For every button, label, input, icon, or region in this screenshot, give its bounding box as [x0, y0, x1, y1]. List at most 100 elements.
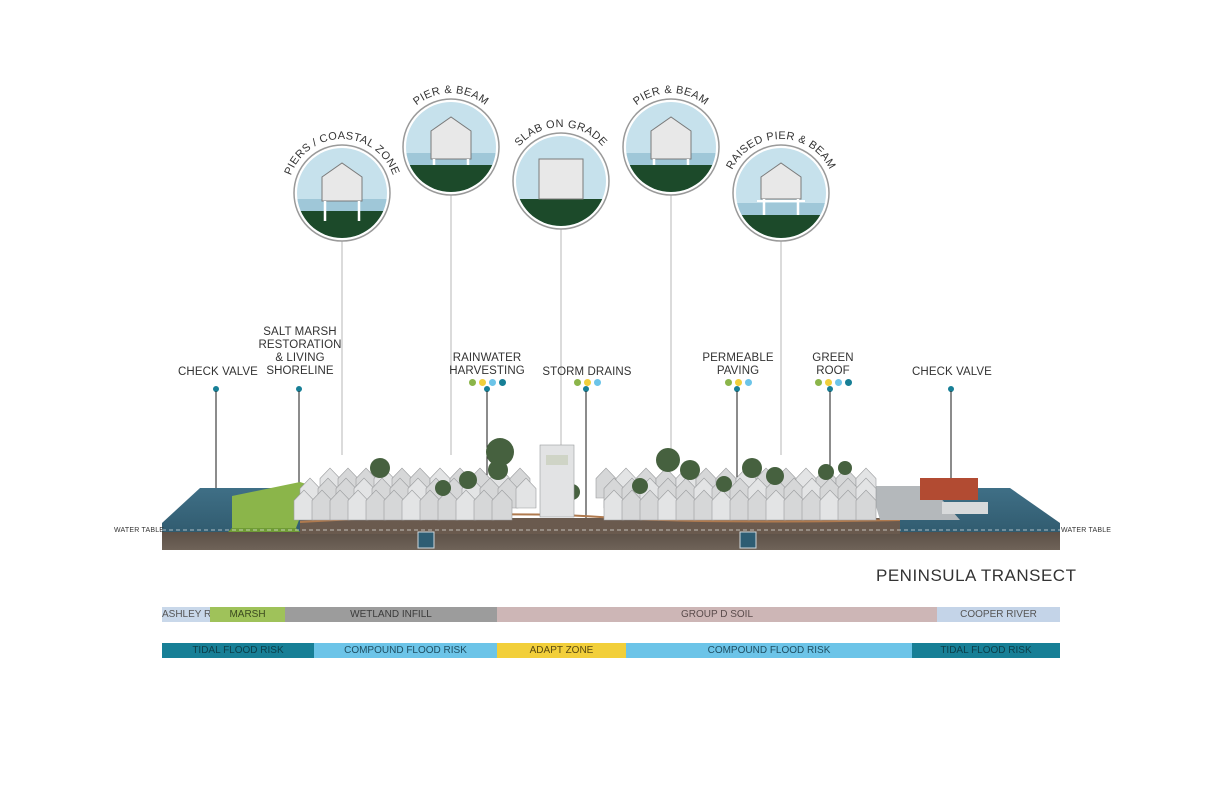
drain-box [417, 531, 435, 549]
green-dot [815, 379, 822, 386]
strategy-text: PAVING [716, 365, 760, 377]
strategy-label-permeable-paving: PERMEABLE PAVING [688, 352, 788, 378]
circle-content [626, 102, 716, 192]
strategy-text: HARVESTING [449, 365, 525, 377]
house-body [855, 489, 877, 521]
strategy-dots [574, 379, 601, 386]
port-dock [942, 502, 988, 514]
strategy-text: STORM DRAINS [542, 366, 632, 378]
flood-zone-tidal-east: TIDAL FLOOD RISK [912, 643, 1060, 658]
tree [716, 476, 732, 492]
house-body [491, 489, 513, 521]
flood-zone-adapt: ADAPT ZONE [497, 643, 626, 658]
strategy-text: & LIVING [275, 352, 325, 364]
flood-zone-compound-east: COMPOUND FLOOD RISK [626, 643, 912, 658]
tree [680, 460, 700, 480]
green-dot [574, 379, 581, 386]
strategy-text: RESTORATION [258, 339, 342, 351]
yellow-dot [479, 379, 486, 386]
flood-zone-tidal-west: TIDAL FLOOD RISK [162, 643, 314, 658]
strategy-label-check-valve-east: CHECK VALVE [912, 366, 992, 379]
tree [486, 438, 514, 466]
light-blue-dot [745, 379, 752, 386]
house-body [515, 477, 537, 509]
strategy-dots [815, 379, 852, 386]
house-elevated [430, 116, 472, 160]
strategy-label-salt-marsh: SALT MARSH RESTORATION & LIVING SHORELIN… [250, 326, 350, 378]
soil-zone-group-d: GROUP D SOIL [497, 607, 937, 622]
strategy-text: ROOF [816, 365, 850, 377]
tree [459, 471, 477, 489]
tower-roof-green [546, 455, 568, 465]
strategy-label-green-roof: GREEN ROOF [793, 352, 873, 378]
port-building [920, 478, 978, 500]
leader-dot [827, 386, 833, 392]
light-blue-dot [594, 379, 601, 386]
house-elevated [760, 162, 802, 200]
yellow-dot [825, 379, 832, 386]
circle-content [516, 136, 606, 226]
strategy-dots [725, 379, 752, 386]
strategy-dots [469, 379, 506, 386]
circle-content [297, 148, 387, 238]
marsh-grass [232, 482, 312, 528]
strategy-text: SALT MARSH [263, 326, 337, 338]
tree [838, 461, 852, 475]
house-slab [538, 158, 584, 200]
foundation-circle-slab: SLAB ON GRADE [512, 118, 610, 230]
tree [488, 460, 508, 480]
house [491, 489, 513, 521]
water-table-label-east: WATER TABLE [1061, 527, 1112, 534]
strategy-text: RAINWATER [452, 352, 522, 364]
leader-lines [213, 195, 954, 548]
foundation-circle-pier: PIER & BEAM [622, 84, 720, 196]
soil-zone-ashley: ASHLEY R. [162, 607, 210, 622]
tree [742, 458, 762, 478]
water [736, 203, 826, 215]
green-dot [469, 379, 476, 386]
foundation-circle-pier: PIER & BEAM [402, 84, 500, 196]
tree [435, 480, 451, 496]
strategy-text: CHECK VALVE [178, 366, 258, 378]
strategy-text: CHECK VALVE [912, 366, 992, 378]
soil-band [162, 532, 1060, 550]
yellow-dot [735, 379, 742, 386]
strategy-text: GREEN [812, 352, 854, 364]
teal-dot [499, 379, 506, 386]
strategy-text: PERMEABLE [702, 352, 774, 364]
teal-dot [845, 379, 852, 386]
house-elevated [321, 162, 363, 202]
house-elevated [650, 116, 692, 160]
house [515, 477, 537, 509]
green-dot [725, 379, 732, 386]
soil-zone-wetland-infill: WETLAND INFILL [285, 607, 497, 622]
light-blue-dot [489, 379, 496, 386]
transect-section [162, 438, 1060, 550]
leader-dot [484, 386, 490, 392]
strategy-label-check-valve-west: CHECK VALVE [178, 366, 258, 379]
house [855, 489, 877, 521]
drain-box [739, 531, 757, 549]
strategy-label-rainwater-harvesting: RAINWATER HARVESTING [437, 352, 537, 378]
foundation-circle-raised: RAISED PIER & BEAM [724, 130, 837, 242]
tree [766, 467, 784, 485]
leader-dot [583, 386, 589, 392]
light-blue-dot [835, 379, 842, 386]
soil-zone-marsh: MARSH [210, 607, 285, 622]
water-table-label-west: WATER TABLE [114, 527, 165, 534]
tree [632, 478, 648, 494]
tree [370, 458, 390, 478]
tree [818, 464, 834, 480]
soil-zone-cooper-river: COOPER RIVER [937, 607, 1060, 622]
tree [656, 448, 680, 472]
leader-dot [734, 386, 740, 392]
strategy-label-storm-drains: STORM DRAINS [537, 366, 637, 379]
leader-dot [296, 386, 302, 392]
leader-dot [948, 386, 954, 392]
yellow-dot [584, 379, 591, 386]
leader-dot [213, 386, 219, 392]
water [297, 199, 387, 211]
